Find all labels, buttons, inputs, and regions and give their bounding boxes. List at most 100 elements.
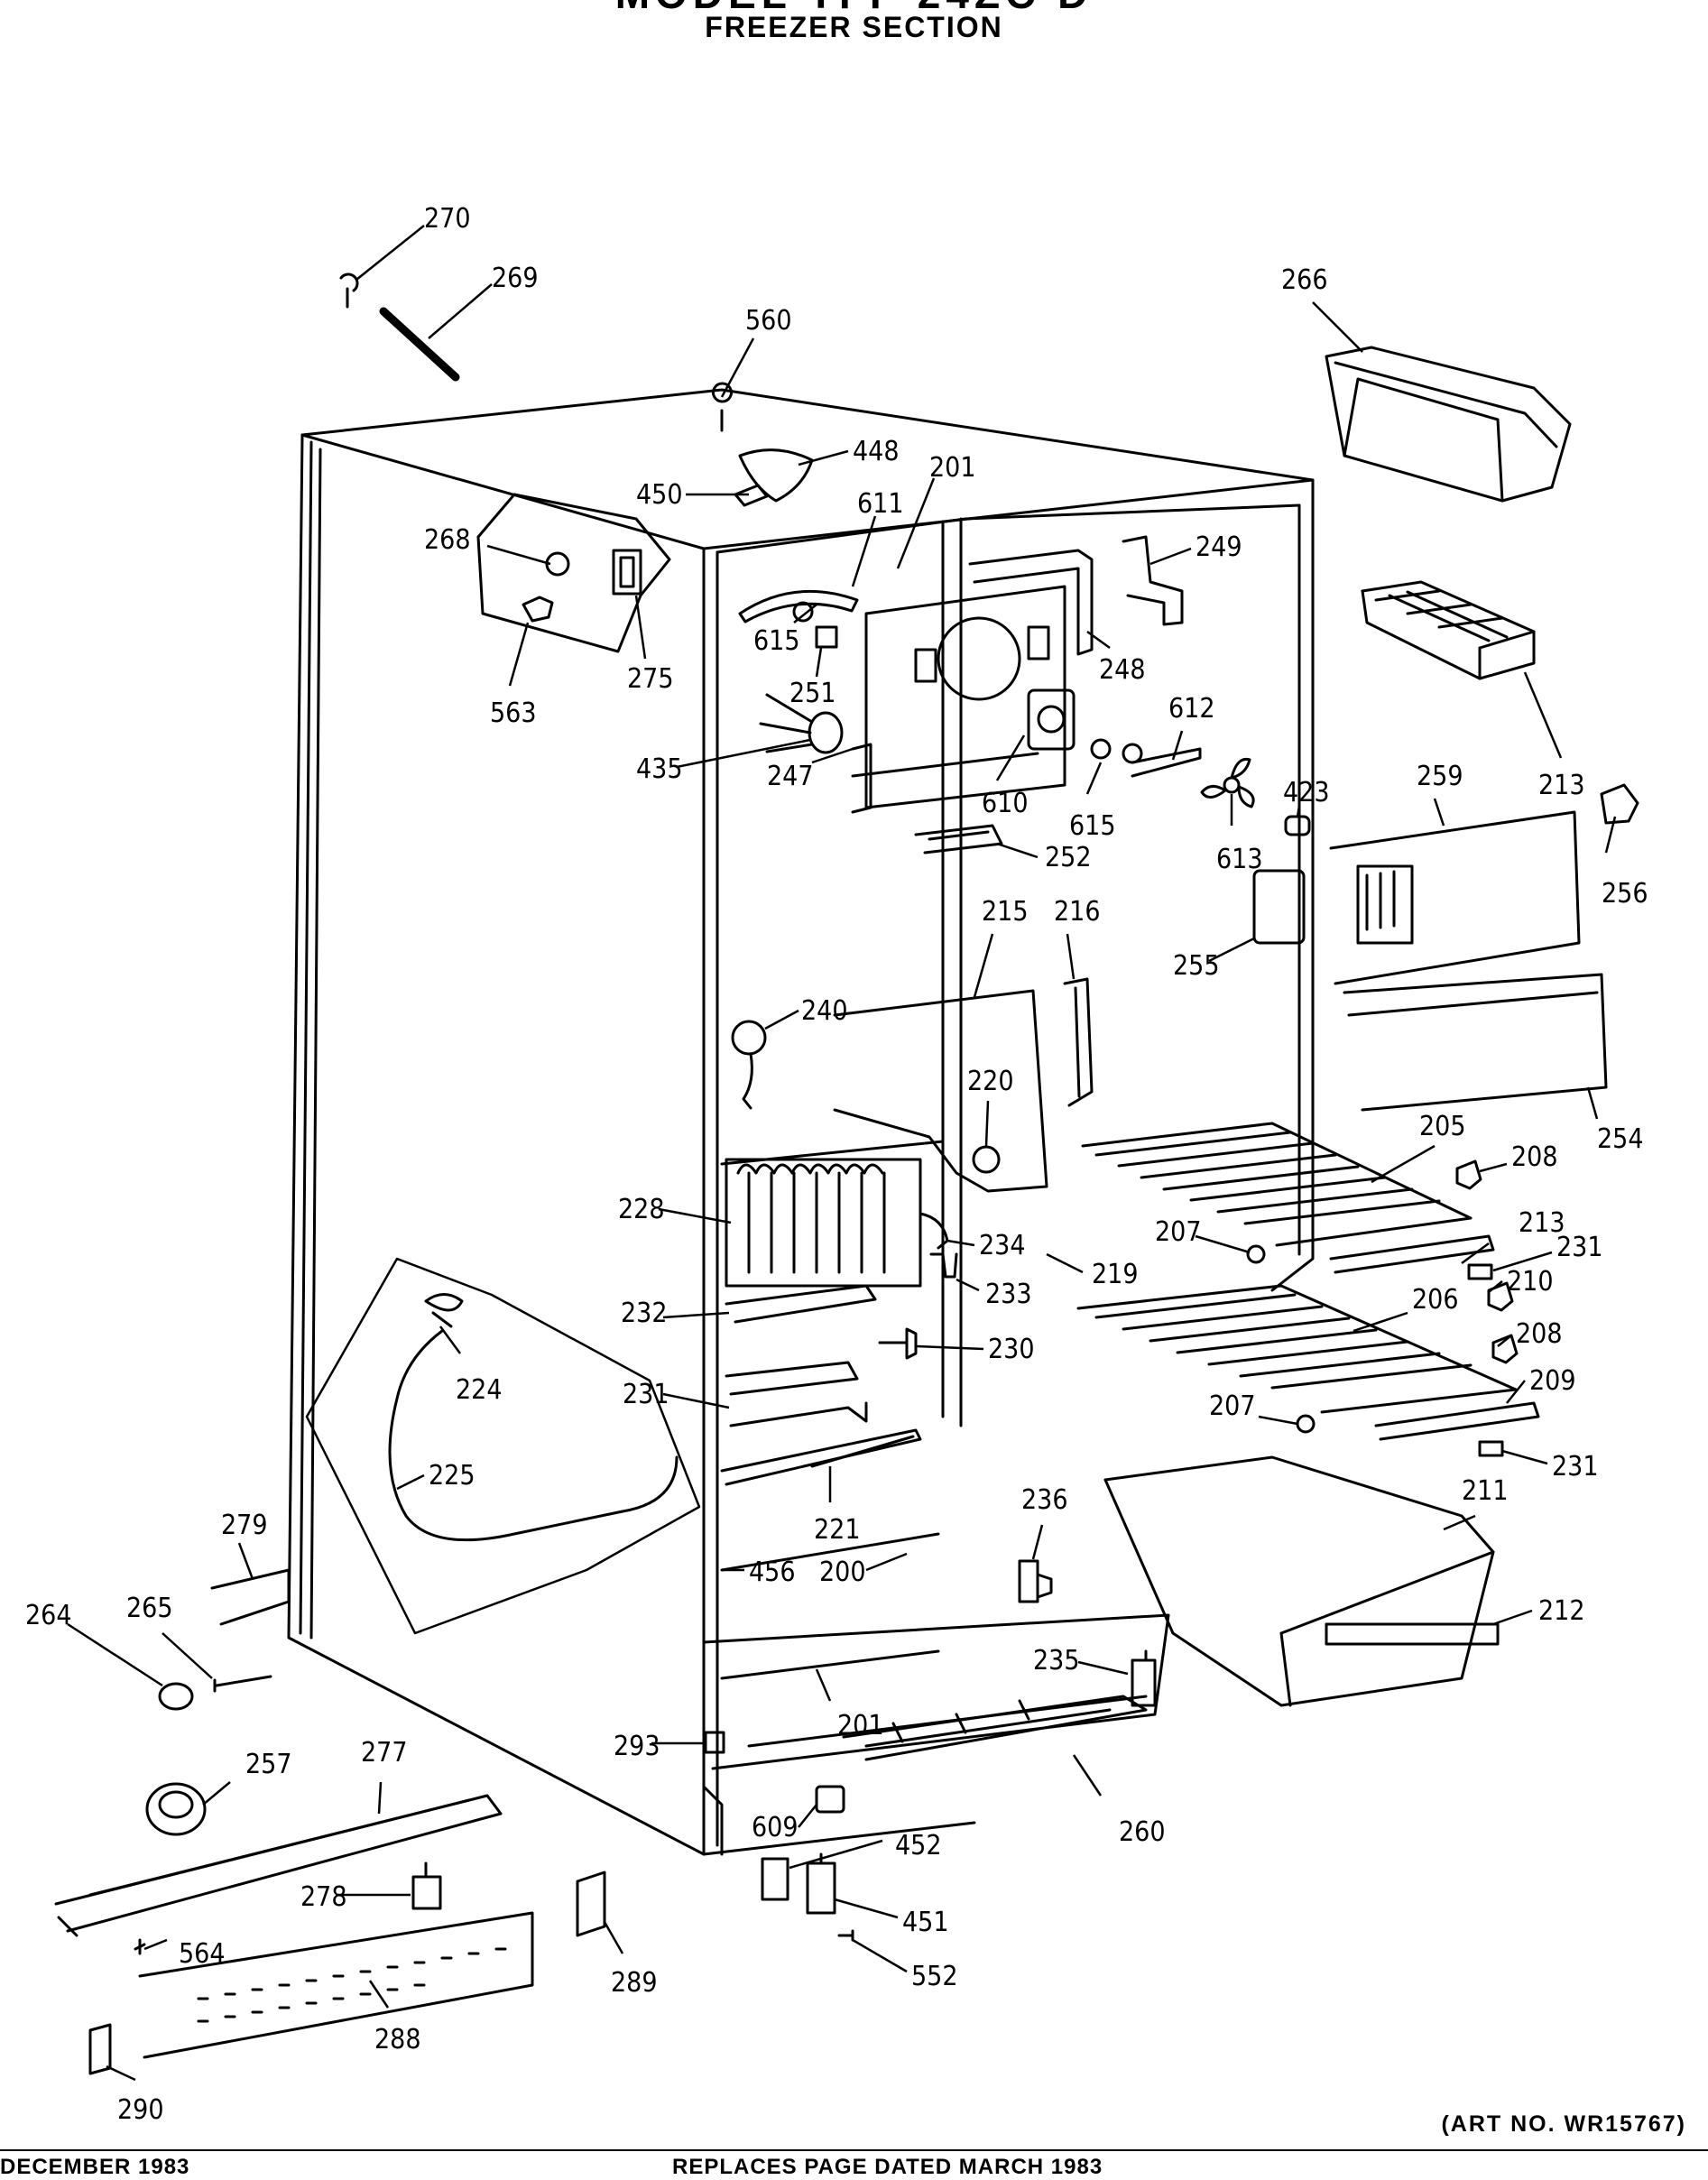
callout-435: 435 bbox=[636, 753, 683, 785]
callout-255: 255 bbox=[1173, 950, 1220, 982]
drain-trough bbox=[725, 1284, 877, 1324]
footer-rule bbox=[0, 2149, 1708, 2151]
pin-265 bbox=[213, 1675, 272, 1693]
callout-560: 560 bbox=[745, 305, 792, 337]
shelf-support-208a bbox=[1455, 1159, 1482, 1190]
callout-251: 251 bbox=[789, 678, 836, 709]
callout-448: 448 bbox=[853, 436, 900, 467]
callout-248: 248 bbox=[1099, 654, 1146, 686]
callout-231a: 231 bbox=[1556, 1232, 1603, 1263]
cabinet-body bbox=[287, 388, 1315, 1856]
section-title: FREEZER SECTION bbox=[705, 11, 1003, 43]
screw-564 bbox=[134, 1938, 146, 1955]
callout-205: 205 bbox=[1419, 1111, 1466, 1142]
motor-bracket bbox=[1131, 747, 1202, 778]
callout-264: 264 bbox=[25, 1600, 72, 1631]
screw-560 bbox=[712, 382, 733, 432]
shelf-support-210 bbox=[1487, 1281, 1514, 1312]
callout-234: 234 bbox=[979, 1230, 1026, 1261]
evaporator-clip bbox=[929, 1252, 958, 1279]
callout-240: 240 bbox=[801, 995, 848, 1027]
callout-252: 252 bbox=[1045, 842, 1092, 873]
callout-236: 236 bbox=[1021, 1484, 1068, 1516]
callout-259: 259 bbox=[1417, 761, 1463, 792]
callout-206: 206 bbox=[1412, 1284, 1459, 1316]
callout-564: 564 bbox=[179, 1938, 226, 1970]
callout-450: 450 bbox=[636, 479, 683, 511]
callout-208a: 208 bbox=[1511, 1141, 1558, 1173]
callout-220: 220 bbox=[967, 1066, 1014, 1097]
footer-replaces: REPLACES PAGE DATED MARCH 1983 bbox=[672, 2155, 1103, 2179]
callout-615b: 615 bbox=[1069, 810, 1116, 842]
callout-213b: 213 bbox=[1519, 1207, 1565, 1239]
switch-609 bbox=[815, 1785, 845, 1814]
fan-motor bbox=[1027, 688, 1143, 764]
kickplate-bracket bbox=[210, 1568, 291, 1626]
lower-wire-shelf bbox=[1076, 1284, 1518, 1414]
callout-207a: 207 bbox=[1155, 1216, 1202, 1248]
callout-201a: 201 bbox=[929, 452, 976, 484]
air-duct-channel bbox=[968, 549, 1094, 656]
callout-215: 215 bbox=[982, 896, 1029, 928]
callout-221: 221 bbox=[814, 1514, 861, 1546]
callout-225: 225 bbox=[429, 1460, 475, 1492]
callout-609: 609 bbox=[752, 1812, 799, 1843]
mounting-plate bbox=[761, 1857, 789, 1901]
callout-208b: 208 bbox=[1516, 1318, 1563, 1350]
door-switch-451 bbox=[806, 1852, 836, 1915]
lower-shelf-trim bbox=[1374, 1401, 1540, 1441]
callout-213a: 213 bbox=[1538, 770, 1585, 801]
leader-lines bbox=[67, 225, 1617, 2082]
defrost-heater-terminal bbox=[878, 1327, 918, 1360]
shelf-clip-231a bbox=[1467, 1263, 1493, 1280]
callout-277: 277 bbox=[361, 1737, 408, 1769]
upper-shelf-trim bbox=[1329, 1234, 1495, 1274]
light-socket bbox=[759, 693, 844, 754]
callout-456: 456 bbox=[749, 1556, 796, 1588]
callout-278: 278 bbox=[300, 1881, 347, 1913]
light-housing-448 bbox=[738, 448, 814, 503]
callout-563: 563 bbox=[490, 697, 537, 729]
callout-275: 275 bbox=[627, 663, 674, 695]
fan-blade bbox=[1200, 757, 1255, 808]
callout-212: 212 bbox=[1538, 1595, 1585, 1627]
freezer-basket bbox=[1103, 1455, 1500, 1707]
condenser-region bbox=[305, 1257, 701, 1635]
callout-200: 200 bbox=[819, 1556, 866, 1588]
callout-257: 257 bbox=[245, 1749, 292, 1780]
callout-256: 256 bbox=[1602, 878, 1648, 910]
duct-bracket bbox=[1122, 535, 1184, 626]
heater-retainer bbox=[725, 1361, 859, 1396]
callout-228: 228 bbox=[618, 1194, 665, 1225]
callout-452: 452 bbox=[895, 1830, 942, 1861]
kickplate-clip-289 bbox=[576, 1871, 606, 1937]
baffle-channel bbox=[1063, 977, 1094, 1107]
callout-233: 233 bbox=[985, 1279, 1032, 1310]
callout-230: 230 bbox=[988, 1334, 1035, 1365]
callout-615a: 615 bbox=[753, 625, 800, 657]
roller-264 bbox=[158, 1682, 194, 1711]
callout-611: 611 bbox=[857, 488, 904, 520]
callout-270: 270 bbox=[424, 203, 471, 235]
callout-451: 451 bbox=[902, 1907, 949, 1938]
callout-293: 293 bbox=[614, 1731, 660, 1762]
air-baffle bbox=[833, 989, 1048, 1193]
callout-211: 211 bbox=[1462, 1475, 1509, 1507]
callout-231b: 231 bbox=[623, 1379, 669, 1410]
callout-260: 260 bbox=[1119, 1816, 1166, 1848]
ice-bucket bbox=[1325, 346, 1572, 503]
callout-201b: 201 bbox=[837, 1710, 884, 1741]
light-bulb bbox=[1284, 815, 1311, 836]
drain-pan bbox=[842, 1695, 1148, 1761]
callout-232: 232 bbox=[621, 1298, 668, 1329]
callout-552: 552 bbox=[911, 1961, 958, 1992]
roller-bracket-278 bbox=[411, 1861, 442, 1910]
rod-269 bbox=[379, 307, 460, 382]
callout-224: 224 bbox=[456, 1374, 503, 1406]
rack-bracket bbox=[1600, 783, 1639, 825]
evaporator-coil bbox=[725, 1158, 922, 1288]
shelf-clip-231c bbox=[1478, 1440, 1504, 1457]
hinge-bracket-235 bbox=[1131, 1649, 1157, 1707]
callout-216: 216 bbox=[1054, 896, 1101, 928]
